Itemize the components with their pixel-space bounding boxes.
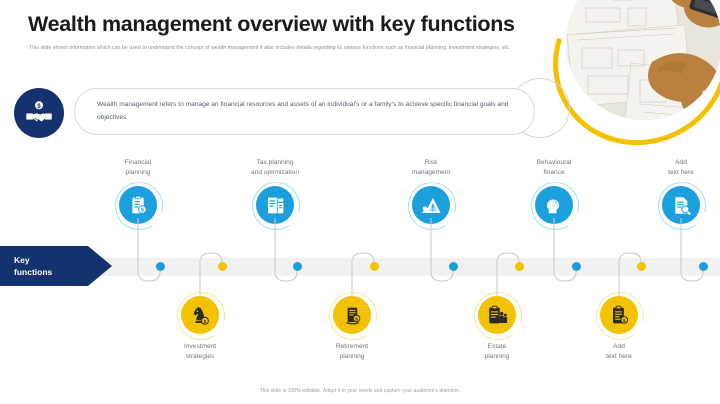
timeline-dot <box>698 262 708 271</box>
footer-note: This slide is 100% editable. Adapt it to… <box>259 388 461 394</box>
node-connector <box>267 214 305 287</box>
timeline-node[interactable]: $ Retirement planning <box>292 296 412 362</box>
node-connector <box>192 252 230 316</box>
timeline-node[interactable]: Behavioural finance <box>494 158 614 225</box>
node-label: Add text here <box>559 342 679 362</box>
timeline-band <box>0 258 720 276</box>
timeline-dot <box>514 262 524 271</box>
timeline-node[interactable]: Tax planning and optimization <box>215 158 335 225</box>
node-label-line2: text here <box>606 353 632 361</box>
node-connector <box>130 214 168 287</box>
node-label: Risk management <box>371 158 491 178</box>
timeline-node[interactable]: Estate planning <box>437 296 557 362</box>
node-label: Tax planning and optimization <box>215 158 335 178</box>
node-label-line2: finance <box>543 169 565 177</box>
node-label-line1: Add <box>675 159 687 166</box>
node-label: Add text here <box>621 158 720 178</box>
timeline-dot <box>217 262 227 271</box>
timeline-node[interactable]: Risk management <box>371 158 491 225</box>
timeline-dot <box>448 262 458 271</box>
node-label-line2: planning <box>339 353 365 361</box>
timeline-dot <box>292 262 302 271</box>
node-connector <box>611 252 649 316</box>
timeline-dot <box>636 262 646 271</box>
node-label-line2: strategies <box>185 353 215 361</box>
node-label-line1: Behavioural <box>536 159 572 166</box>
timeline-dot <box>571 262 581 271</box>
node-label-line2: and optimization <box>250 169 300 177</box>
node-label-line2: planning <box>484 353 510 361</box>
key-functions-line1: Key <box>14 254 30 265</box>
money-scroll-icon[interactable]: $ <box>333 296 371 334</box>
node-connector <box>344 252 382 316</box>
hero-photo <box>566 0 720 120</box>
node-label: Behavioural finance <box>494 158 614 178</box>
svg-text:$: $ <box>140 208 143 214</box>
node-label: Financial planning <box>78 158 198 178</box>
node-connector <box>546 214 584 287</box>
page-subtitle: This slide shows information which can b… <box>29 45 511 51</box>
head-idea-icon[interactable] <box>535 186 573 225</box>
definition-text: Wealth management refers to manage an fi… <box>97 101 509 121</box>
hero-image-group <box>510 0 720 176</box>
node-label: Investment strategies <box>140 342 260 362</box>
page-title: Wealth management overview with key func… <box>28 12 515 36</box>
definition-callout: Wealth management refers to manage an fi… <box>74 88 535 135</box>
timeline-node[interactable]: $ Add text here <box>559 296 679 362</box>
clipboard-people-icon[interactable] <box>478 296 516 334</box>
node-label: Estate planning <box>437 342 557 362</box>
node-connector <box>423 214 461 287</box>
node-label-line1: Risk <box>424 159 438 166</box>
svg-text:$: $ <box>37 103 41 110</box>
node-label-line1: Estate <box>487 343 507 350</box>
clipboard-cash-icon[interactable]: $ <box>600 296 638 334</box>
chess-knight-icon[interactable]: $ <box>181 296 219 334</box>
timeline-dot <box>155 262 165 271</box>
node-connector <box>673 214 711 287</box>
node-label-line1: Tax planning <box>256 159 294 166</box>
node-label-line1: Investment <box>183 343 217 350</box>
key-functions-tag: Key functions <box>0 246 112 286</box>
handshake-money-icon: $ <box>14 88 64 138</box>
timeline-dot <box>369 262 379 271</box>
node-label-line2: management <box>411 169 451 177</box>
timeline-node[interactable]: $ Investment strategies <box>140 296 260 362</box>
node-label-line1: Retirement <box>335 343 369 350</box>
svg-text:$: $ <box>622 317 625 323</box>
node-label: Retirement planning <box>292 342 412 362</box>
svg-text:$: $ <box>355 316 358 322</box>
node-label-line1: Add <box>613 343 625 350</box>
node-label-line1: Financial <box>124 159 152 166</box>
svg-text:$: $ <box>203 318 206 324</box>
timeline-node[interactable]: Financial planning $ <box>78 158 198 225</box>
node-label-line2: planning <box>125 169 151 177</box>
key-functions-line2: functions <box>14 267 53 277</box>
node-connector <box>489 252 527 316</box>
node-label-line2: text here <box>668 169 694 177</box>
